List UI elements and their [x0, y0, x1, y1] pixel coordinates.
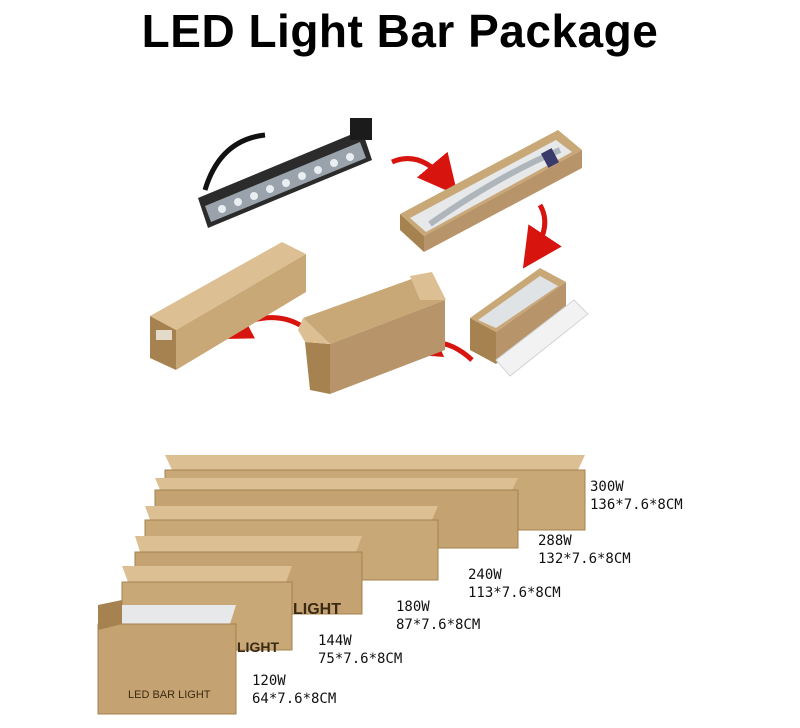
- box-print-partial-a: LIGHT: [293, 601, 341, 618]
- size-label-240w: 240W 113*7.6*8CM: [468, 566, 561, 602]
- step-arrow-2: [522, 203, 562, 269]
- size-watt: 180W: [396, 599, 430, 615]
- size-dims: 64*7.6*8CM: [252, 691, 337, 707]
- size-dims: 132*7.6*8CM: [538, 551, 631, 567]
- size-dims: 87*7.6*8CM: [396, 617, 481, 633]
- size-label-300w: 300W 136*7.6*8CM: [590, 478, 683, 514]
- size-dims: 113*7.6*8CM: [468, 585, 561, 601]
- box-print-partial-b: LIGHT: [237, 639, 279, 655]
- size-label-120w: 120W 64*7.6*8CM: [252, 672, 336, 708]
- box-print-front: LED BAR LIGHT: [128, 689, 211, 701]
- closed-box: [150, 242, 306, 370]
- size-watt: 240W: [468, 567, 502, 583]
- open-box-with-light: [400, 130, 582, 252]
- led-light-bar: [198, 118, 372, 228]
- size-watt: 144W: [318, 633, 352, 649]
- size-dims: 75*7.6*8CM: [318, 651, 403, 667]
- size-label-180w: 180W 87*7.6*8CM: [396, 598, 480, 634]
- size-watt: 300W: [590, 479, 624, 495]
- page-title: LED Light Bar Package: [141, 5, 659, 57]
- nested-boxes: LED BAR LIGHT LIGHT LIGHT: [97, 455, 586, 715]
- size-watt: 288W: [538, 533, 572, 549]
- size-watt: 120W: [252, 673, 286, 689]
- step-arrow-1: [391, 151, 458, 196]
- size-dims: 136*7.6*8CM: [590, 497, 683, 513]
- size-label-144w: 144W 75*7.6*8CM: [318, 632, 402, 668]
- open-empty-box: [298, 272, 446, 394]
- box-with-foam: [470, 268, 589, 377]
- size-label-288w: 288W 132*7.6*8CM: [538, 532, 631, 568]
